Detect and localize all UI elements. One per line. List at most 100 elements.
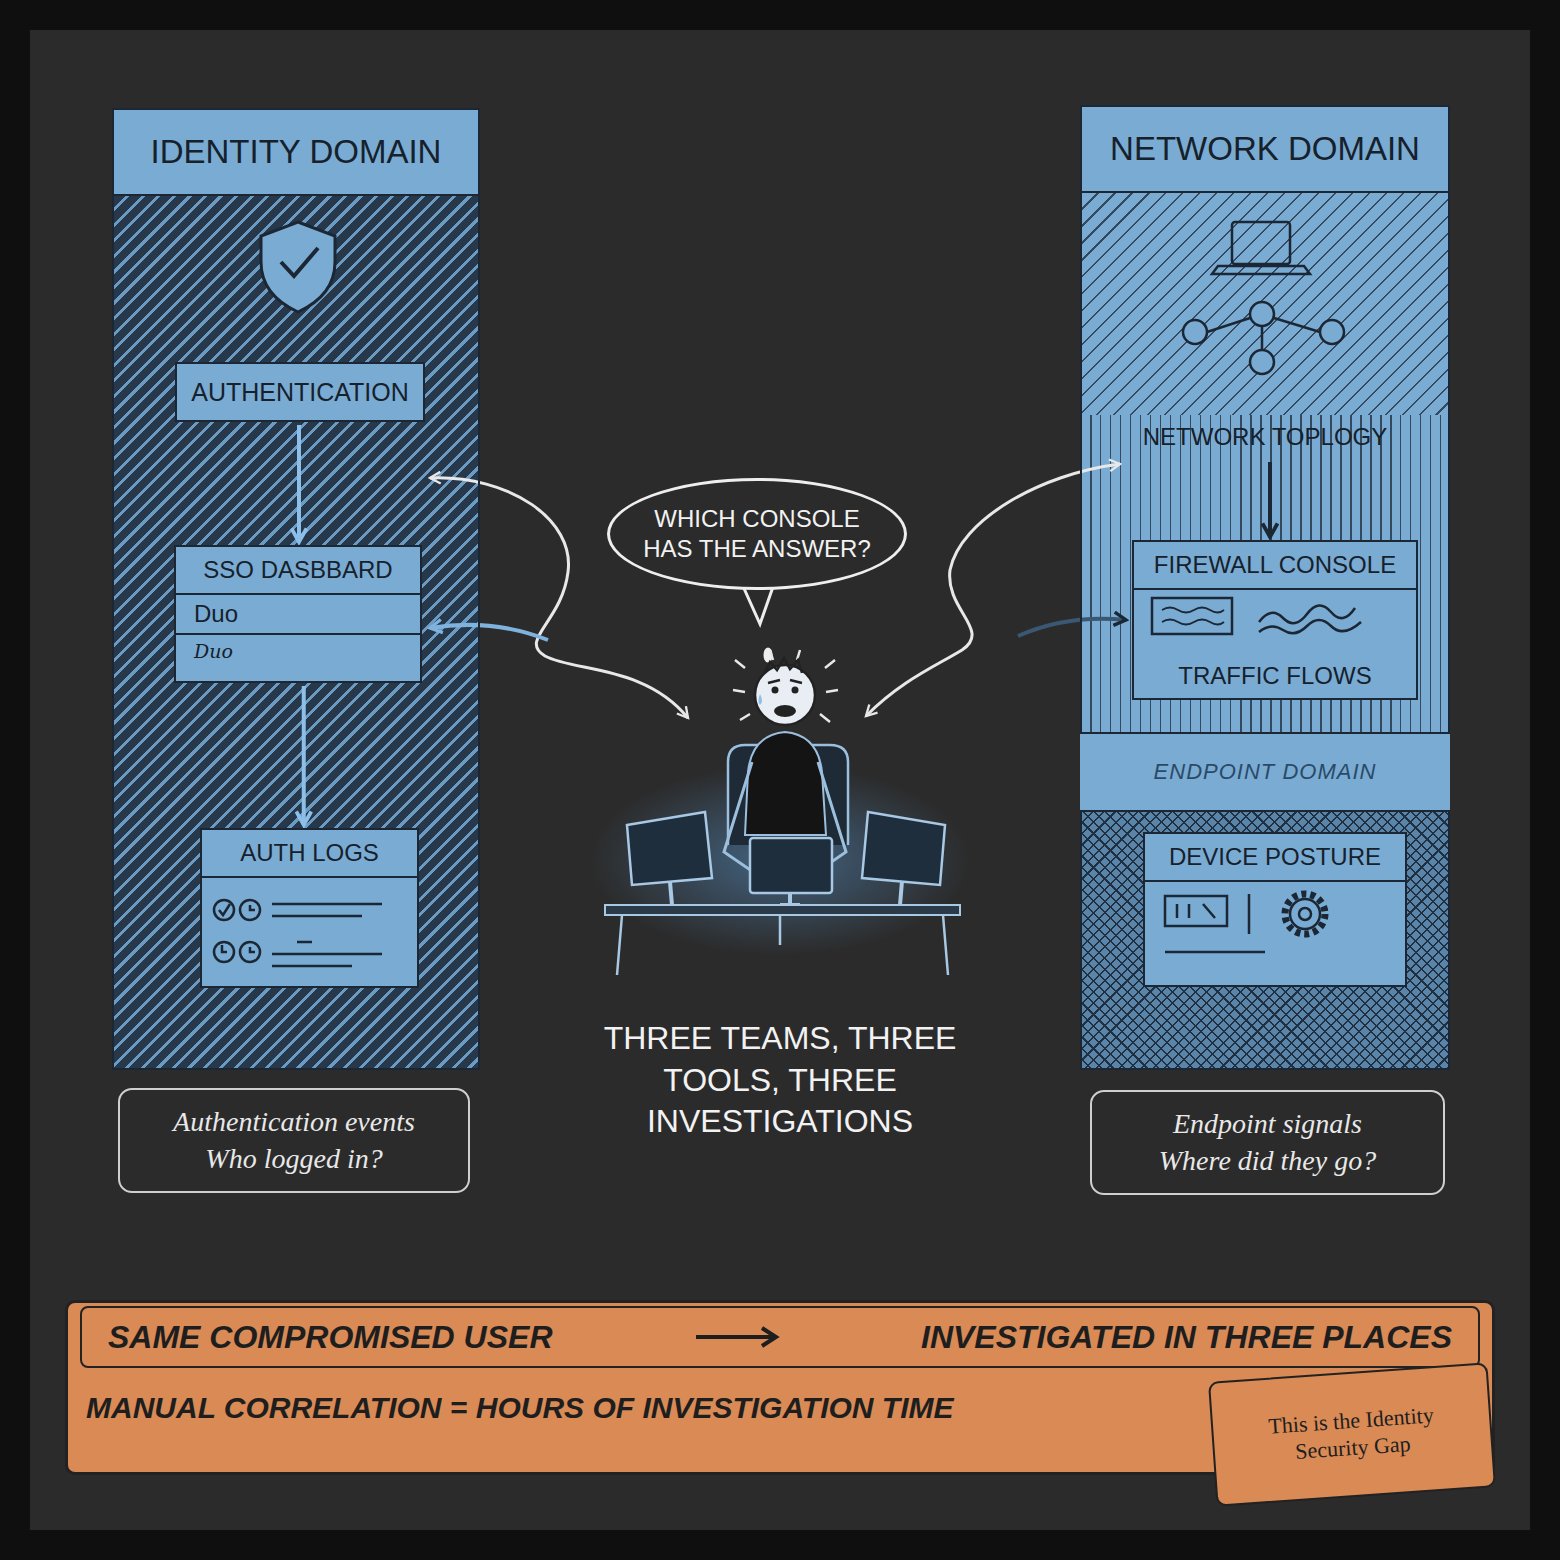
chip-marks: [1177, 894, 1249, 934]
laptop-base: [1212, 266, 1310, 274]
network-node: [1183, 320, 1207, 344]
sweat-drop: [759, 694, 763, 705]
node-title: IDENTITY DOMAIN: [114, 110, 478, 196]
shield-outline: [261, 222, 335, 312]
gear-body: [1290, 899, 1320, 929]
node-title: Authentication events: [173, 1104, 415, 1140]
torso: [745, 732, 826, 835]
chip-icon: [1165, 896, 1227, 926]
domain-band: ENDPOINT DOMAIN: [1080, 732, 1450, 812]
node-text: INVESTIGATED IN THREE PLACES: [921, 1319, 1452, 1356]
node-title: AUTHENTICATION: [183, 378, 417, 407]
desk-top: [605, 905, 960, 915]
node-text: Duo: [176, 595, 420, 635]
domain-panel: IDENTITY DOMAIN AUTHENTICATION SSO DASBBAR…: [112, 108, 480, 1070]
arms: [724, 762, 846, 878]
console-box: FIREWALL CONSOLE TRAFFIC FLOWS: [1132, 540, 1418, 700]
node-title: SSO DASBBARD: [176, 547, 420, 595]
log-icon: [240, 900, 260, 920]
desk-glow: [590, 765, 970, 955]
desk-legs: [617, 915, 948, 975]
flow-panel: [1152, 598, 1232, 634]
shield-icon: [261, 222, 335, 312]
monitor-stands: [670, 881, 902, 905]
monitor-center: [750, 838, 832, 893]
region-label: NETWORK TOPLOGY: [1120, 415, 1410, 459]
arrow-glyph: [692, 1325, 782, 1349]
laptop-icon: [1212, 222, 1310, 274]
node-title: DEVICE POSTURE: [1145, 834, 1405, 882]
log-icon-mark: [222, 945, 227, 952]
log-box: AUTH LOGS: [200, 828, 419, 988]
log-icon: [214, 900, 234, 920]
shield-check: [281, 248, 318, 276]
log-icon: [240, 942, 260, 962]
node-title: Endpoint signals: [1173, 1106, 1362, 1142]
clock-hands: [250, 947, 255, 952]
gear-teeth: [1285, 894, 1325, 934]
network-icon: [1183, 302, 1344, 374]
pointer-arrow: [430, 625, 548, 640]
pointer-arrow: [1018, 619, 1126, 636]
network-links: [1207, 318, 1320, 350]
gear-hub: [1299, 908, 1311, 920]
flow-wave: [1162, 608, 1224, 625]
flow-arrow: [1268, 462, 1272, 537]
node-text: TRAFFIC FLOWS: [1178, 662, 1371, 690]
clock-hands: [250, 905, 255, 910]
node-title: AUTH LOGS: [202, 830, 417, 878]
bubble-tail: [742, 584, 774, 661]
curly-arrows: [430, 464, 1120, 718]
caption-box: Authentication eventsWho logged in?: [118, 1088, 470, 1193]
node-title: SAME COMPROMISED USER: [108, 1319, 552, 1356]
node-title: NETWORK TOPLOGY: [1143, 423, 1388, 451]
node-title: ENDPOINT DOMAIN: [1154, 759, 1377, 785]
caption-box: Endpoint signalsWhere did they go?: [1090, 1090, 1445, 1195]
posture-box: DEVICE POSTURE: [1143, 832, 1407, 987]
head: [755, 665, 815, 725]
analyst-figure: [590, 650, 970, 975]
hair: [765, 658, 802, 673]
node-text: Where did they go?: [1159, 1143, 1376, 1179]
brows: [768, 680, 802, 683]
posture-line: [1165, 951, 1265, 954]
log-icon: [214, 942, 234, 962]
monitor-right: [862, 812, 945, 885]
network-node: [1250, 302, 1274, 326]
node-text: Duo: [176, 635, 420, 667]
node-title: FIREWALL CONSOLE: [1134, 542, 1416, 590]
domain-panel: NETWORK DOMAIN NETWORK TOPLOGY FIREWALL CO…: [1080, 105, 1450, 1070]
summary-box: SAME COMPROMISED USER INVESTIGATED IN THR…: [80, 1306, 1480, 1368]
bubble-tail: [742, 584, 774, 624]
node-title: NETWORK DOMAIN: [1082, 107, 1448, 193]
console-box: SSO DASBBARDDuoDuo: [174, 545, 422, 683]
bubble-dot: [765, 649, 771, 661]
monitor-left: [627, 812, 712, 885]
flow-arrow: [302, 686, 306, 825]
node-title: This is the Identity Security Gap: [1232, 1400, 1471, 1469]
log-icon-mark: [219, 904, 230, 915]
eye: [772, 687, 779, 694]
blue-arrows: [430, 619, 1126, 640]
network-node: [1320, 320, 1344, 344]
arrow-glyph: [696, 1328, 776, 1346]
flow-wave: [1259, 605, 1361, 633]
network-hatch: [1080, 193, 1450, 415]
node-text: Who logged in?: [205, 1141, 382, 1177]
chair: [728, 745, 848, 845]
speech-bubble: WHICH CONSOLE HAS THE ANSWER?: [607, 478, 907, 590]
summary-banner: MANUAL CORRELATION = HOURS OF INVESTIGAT…: [65, 1300, 1495, 1475]
stress-lines: [733, 650, 838, 722]
laptop-screen: [1232, 222, 1290, 264]
node-title: WHICH CONSOLE HAS THE ANSWER?: [637, 504, 877, 564]
node-title: MANUAL CORRELATION = HOURS OF INVESTIGAT…: [86, 1391, 954, 1425]
process-box: AUTHENTICATION: [175, 362, 425, 422]
mouth: [774, 705, 796, 717]
network-node: [1250, 350, 1274, 374]
log-lines: [272, 904, 382, 966]
flow-arrow: [297, 425, 301, 542]
caption-label: THREE TEAMS, THREE TOOLS, THREE INVESTIG…: [560, 1018, 1000, 1143]
sticky-note: This is the Identity Security Gap: [1208, 1362, 1496, 1506]
eye: [792, 687, 799, 694]
